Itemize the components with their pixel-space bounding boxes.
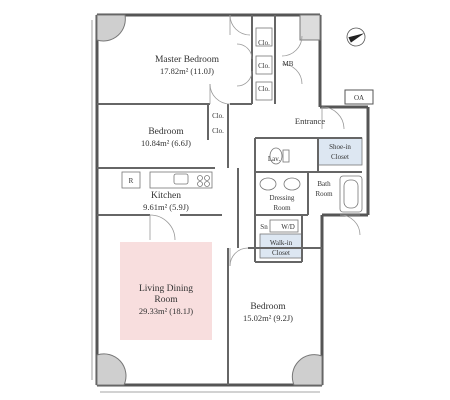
living-dining-name-line1: Living Dining <box>139 284 193 294</box>
walk-in-closet-line2: Closet <box>272 249 290 257</box>
living-dining-area: 29.33m² (18.1J) <box>139 306 193 316</box>
fridge-label: R <box>129 177 134 185</box>
kitchen-name: Kitchen <box>151 191 181 201</box>
bedroom-2-area: 15.02m² (9.2J) <box>243 313 293 323</box>
fixtures <box>121 27 363 233</box>
bedroom-1-area: 10.84m² (6.6J) <box>141 138 191 148</box>
bedroom-2-name: Bedroom <box>250 302 286 312</box>
shoe-in-closet-line1: Shoe-in <box>329 143 351 151</box>
sn-label: Sn <box>260 223 268 231</box>
closet-label-5: Clo. <box>212 127 224 135</box>
living-dining-name-line2: Room <box>154 295 178 305</box>
bath-room-line1: Bath <box>317 180 331 188</box>
dressing-room-line2: Room <box>273 204 291 212</box>
closet-label-3: Clo. <box>258 85 270 93</box>
north-arrow-icon <box>346 27 366 47</box>
balcony-lines <box>91 20 320 393</box>
mb-label: MB <box>283 60 294 68</box>
closet-label-1: Clo. <box>258 39 270 47</box>
lavatory-name: Lav. <box>268 155 280 163</box>
living-dining-highlight <box>120 242 212 340</box>
walk-in-closet-area <box>259 233 303 259</box>
master-bedroom-area: 17.82m² (11.0J) <box>160 66 214 76</box>
entrance-name: Entrance <box>295 116 325 126</box>
interior-walls <box>97 15 362 385</box>
bath-room-line2: Room <box>315 190 333 198</box>
oa-box <box>344 89 374 105</box>
walk-in-closet-line1: Walk-in <box>270 239 293 247</box>
shoe-in-closet-line2: Closet <box>331 153 349 161</box>
closet-label-2: Clo. <box>258 62 270 70</box>
shoe-in-closet-area <box>317 137 363 166</box>
door-swings <box>149 14 361 267</box>
corner-columns <box>96 14 323 386</box>
bedroom-1-name: Bedroom <box>148 127 184 137</box>
dressing-room-line1: Dressing <box>270 194 295 202</box>
oa-label: OA <box>354 94 364 102</box>
wd-label: W/D <box>281 223 295 231</box>
master-bedroom-name: Master Bedroom <box>155 55 220 65</box>
closet-label-4: Clo. <box>212 112 224 120</box>
kitchen-area: 9.61m² (5.9J) <box>143 202 189 212</box>
